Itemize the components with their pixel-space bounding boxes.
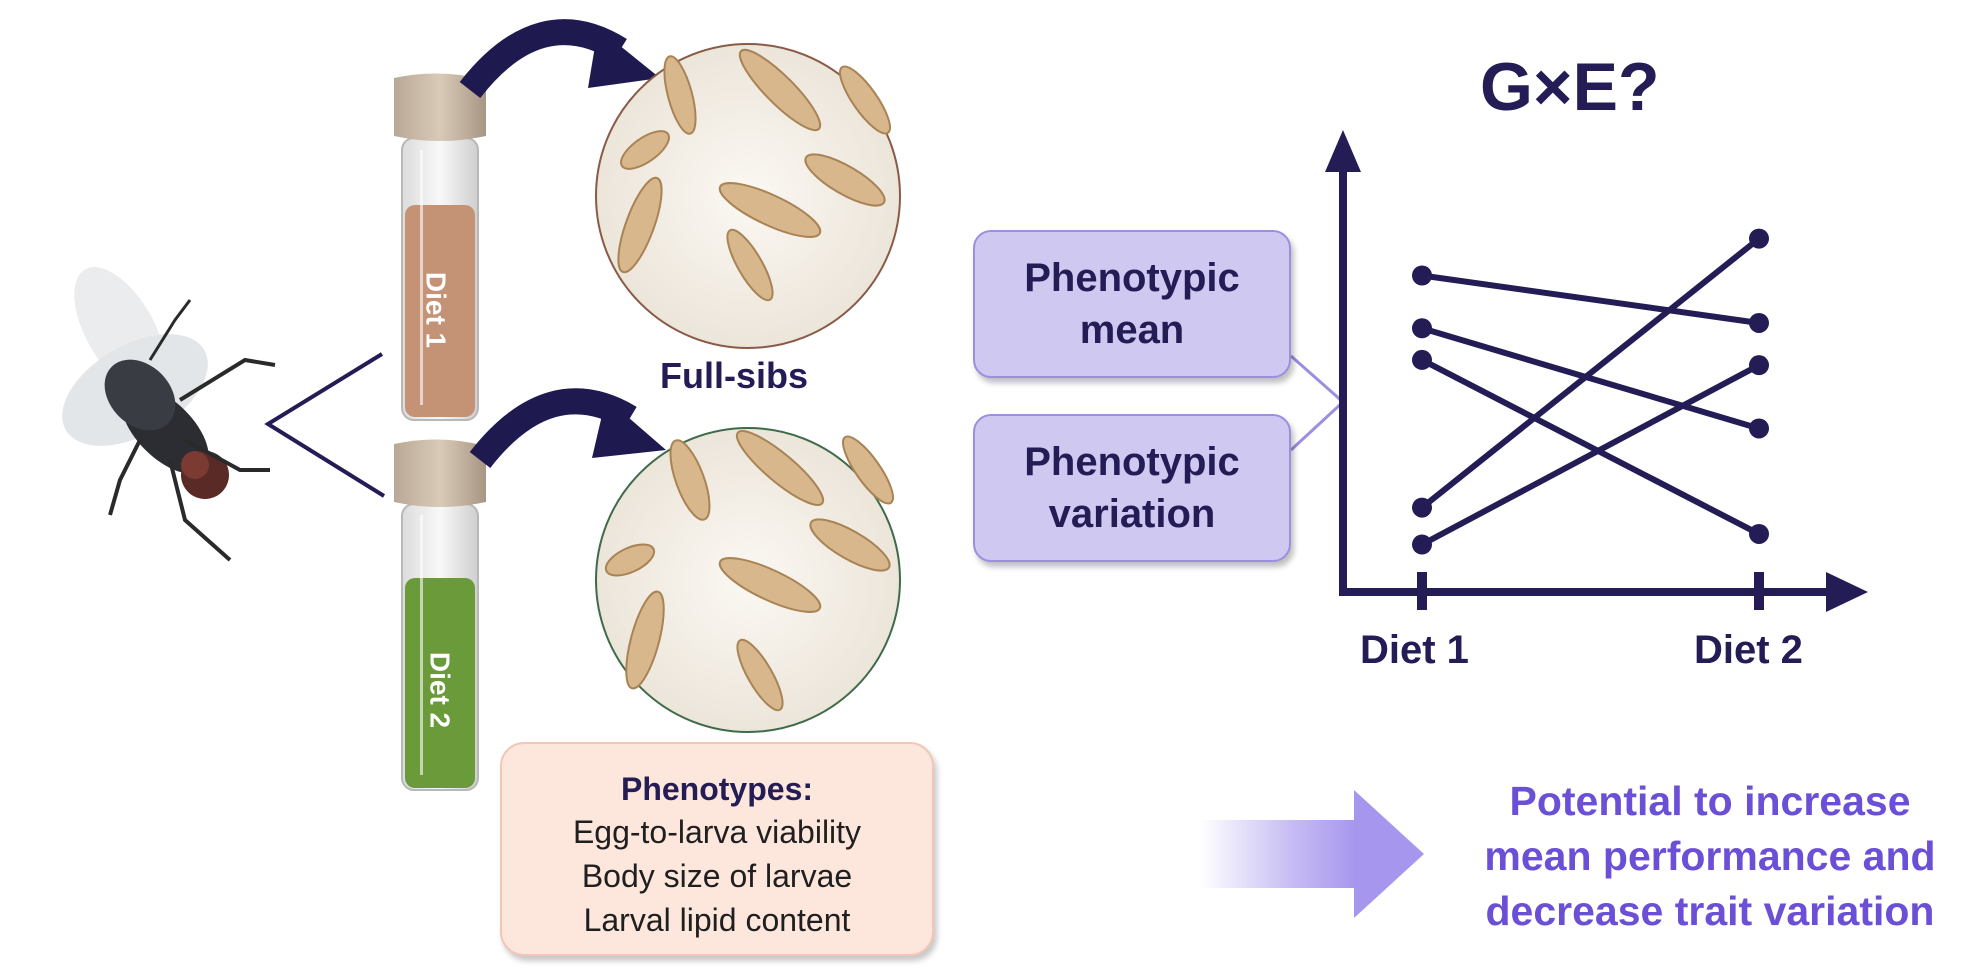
phenotypic-mean-line2: mean (1079, 308, 1185, 352)
data-point-s4-1 (1412, 497, 1432, 518)
potential-line1: Potential to increase (1509, 778, 1911, 824)
phenotypic-variation-box: Phenotypic variation (973, 414, 1291, 562)
data-point-s5-1 (1412, 534, 1432, 555)
data-point-s2-1 (1412, 318, 1432, 339)
diet1-tube (394, 73, 486, 421)
full-sibs-label: Full-sibs (660, 355, 809, 396)
fly-illustration (62, 267, 276, 562)
diet2-tube-label: Diet 2 (425, 652, 456, 728)
data-point-s1-2 (1749, 312, 1769, 333)
data-point-s2-2 (1749, 418, 1769, 439)
curved-arrow-2 (469, 388, 666, 469)
curved-arrow-1 (459, 19, 660, 99)
x-tick-label-diet1: Diet 1 (1360, 628, 1469, 672)
phenotypic-mean-line1: Phenotypic (1024, 256, 1240, 300)
series-line-4 (1420, 236, 1761, 510)
phenotypic-variation-line2: variation (1048, 492, 1216, 536)
data-point-s3-2 (1749, 523, 1769, 544)
diet1-tube-label: Diet 1 (421, 272, 452, 348)
phenotype-item: Larval lipid content (583, 902, 851, 938)
phenotypic-mean-box: Phenotypic mean (973, 230, 1291, 378)
potential-text: Potential to increase mean performance a… (1440, 774, 1980, 939)
x-tick-label-diet2: Diet 2 (1694, 628, 1803, 672)
series-line-3 (1420, 357, 1761, 537)
result-arrow (1200, 790, 1424, 918)
series-line-1 (1421, 272, 1760, 326)
larvae-dish-1 (595, 43, 901, 349)
chart-axes (1325, 130, 1868, 612)
series-line-2 (1421, 325, 1760, 432)
phenotypes-box: Phenotypes: Egg-to-larva viability Body … (500, 742, 934, 956)
potential-line3: decrease trait variation (1485, 888, 1935, 934)
box-connector (1289, 354, 1346, 452)
phenotypes-header: Phenotypes: (620, 771, 814, 807)
data-point-s3-1 (1412, 349, 1432, 370)
larvae-dish-2 (595, 427, 901, 733)
chart-series-group (1412, 228, 1769, 555)
series-line-5 (1420, 362, 1761, 548)
data-point-s4-2 (1749, 228, 1769, 249)
branch-lines (264, 352, 386, 498)
phenotype-item: Egg-to-larva viability (572, 814, 862, 850)
data-point-s1-1 (1412, 265, 1432, 286)
gxe-title: G×E? (1480, 49, 1660, 125)
phenotypic-variation-line1: Phenotypic (1024, 440, 1240, 484)
phenotype-item: Body size of larvae (581, 858, 853, 894)
data-point-s5-2 (1749, 355, 1769, 376)
potential-line2: mean performance and (1484, 833, 1936, 879)
diet2-tube (394, 439, 486, 791)
